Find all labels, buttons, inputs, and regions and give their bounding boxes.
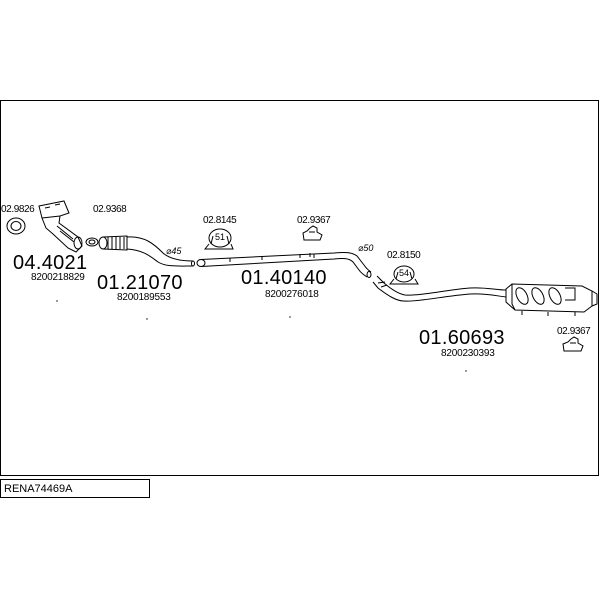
diagram-frame [0, 100, 599, 476]
part-code-front-pipe: 01.21070 [97, 272, 183, 294]
gasket-ring-small-icon [85, 237, 99, 247]
diameter-middle-pipe: ⌀50 [358, 243, 374, 253]
middle-pipe-icon [196, 251, 372, 278]
part-code-catalyst: 04.4021 [13, 252, 88, 274]
rubber-mount-icon [302, 225, 323, 241]
clamp-icon [203, 228, 234, 250]
part-code-clamp-2: 02.8150 [387, 250, 421, 261]
oe-number-middle-pipe: 8200276018 [265, 289, 319, 300]
marker-dots [56, 300, 467, 372]
gasket-ring-icon [6, 217, 26, 235]
part-code-rubber-2: 02.9367 [557, 326, 591, 337]
clamp-icon [388, 265, 419, 285]
clamp-badge: 51 [215, 232, 226, 242]
rubber-mount-icon [562, 336, 584, 352]
oe-number-catalyst: 8200218829 [31, 272, 85, 283]
catalytic-converter-icon [38, 200, 83, 253]
oe-number-front-pipe: 8200189553 [117, 292, 171, 303]
oe-number-rear-silencer: 8200230393 [441, 348, 495, 359]
part-code-clamp-1: 02.8145 [203, 215, 237, 226]
part-code-gasket-1: 02.9826 [1, 204, 35, 215]
diameter-front-pipe: ⌀45 [166, 246, 182, 256]
front-pipe-icon [98, 235, 195, 267]
rear-silencer-icon [372, 275, 598, 316]
clamp-badge: 54 [399, 268, 410, 278]
part-code-rubber-1: 02.9367 [297, 215, 331, 226]
reference-code: RENA74469A [4, 483, 73, 495]
part-code-middle-pipe: 01.40140 [241, 267, 327, 289]
part-code-rear-silencer: 01.60693 [419, 327, 505, 349]
part-code-gasket-2: 02.9368 [93, 204, 127, 215]
reference-box: RENA74469A [0, 479, 150, 498]
